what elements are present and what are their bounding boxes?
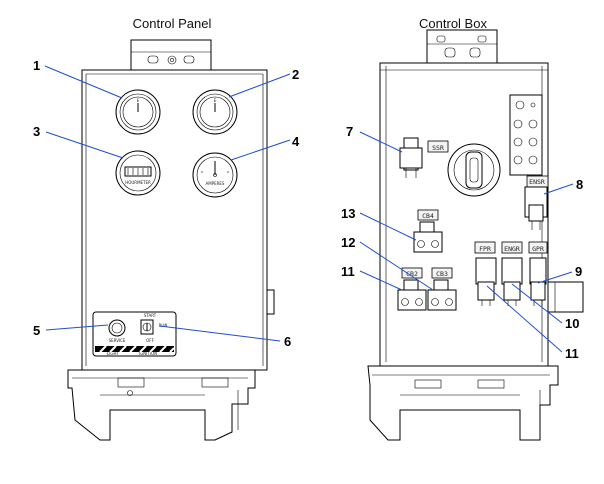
cb2-label: CB2 [406, 270, 418, 278]
round-connector [447, 143, 501, 197]
switch-plate: SERVICE LIGHT START RUN OFF IGNITION [92, 311, 177, 357]
callout-2: 2 [292, 67, 299, 82]
panel-stand [67, 369, 256, 441]
fpr-relay: FPR [474, 241, 497, 306]
callout-1: 1 [33, 58, 40, 73]
fpr-label: FPR [479, 245, 491, 253]
cb3-breaker: CB3 [427, 267, 457, 311]
ensr-label: ENSR [529, 178, 545, 186]
gpr-relay: GPR [528, 241, 548, 306]
start-text: START [144, 313, 157, 318]
ignition-text: IGNITION [139, 351, 157, 356]
callout-4: 4 [292, 134, 300, 149]
callout-3: 3 [33, 124, 40, 139]
ammeter-text: AMPERES [206, 181, 225, 186]
callout-11-left: 11 [341, 264, 355, 279]
box-stand [367, 365, 559, 441]
callout-10: 10 [565, 316, 579, 331]
gauge-1-mark: E [137, 98, 140, 103]
off-text: OFF [146, 338, 154, 343]
control-panel-drawing: E E HOURMETER [67, 39, 275, 441]
cb4-label: CB4 [422, 212, 434, 220]
engr-relay: ENGR [501, 241, 523, 306]
cb4-breaker: CB4 [413, 209, 443, 253]
ssr-label: SSR [432, 144, 444, 152]
callout-8: 8 [576, 177, 583, 192]
control-box-drawing: SSR ENSR CB4 CB3 [367, 29, 584, 441]
callout-12: 12 [341, 235, 355, 250]
cb2-breaker: CB2 [397, 267, 427, 311]
hourmeter-gauge: HOURMETER [115, 150, 161, 196]
ammeter-gauge: AMPERES [192, 152, 238, 198]
gauge-1: E [115, 89, 161, 135]
callout-11-right: 11 [565, 346, 579, 361]
ensr-relay: ENSR [524, 175, 549, 230]
engr-label: ENGR [504, 245, 520, 253]
box-top-bracket [426, 29, 498, 65]
callout-7: 7 [346, 124, 353, 139]
leader-lines [44, 65, 574, 353]
gauge-2-mark: E [214, 98, 217, 103]
top-bracket [130, 39, 212, 71]
callout-9: 9 [575, 264, 582, 279]
terminal-block [509, 94, 543, 176]
control-panel-title: Control Panel [133, 16, 212, 31]
cb3-label: CB3 [436, 270, 448, 278]
callout-13: 13 [341, 206, 355, 221]
control-box-title: Control Box [419, 16, 487, 31]
light-text: LIGHT [107, 351, 120, 356]
run-text: RUN [159, 323, 168, 328]
gpr-label: GPR [532, 245, 544, 253]
service-text: SERVICE [109, 338, 126, 343]
callout-6: 6 [284, 334, 291, 349]
ssr-relay: SSR [399, 137, 449, 178]
callout-5: 5 [33, 323, 40, 338]
hourmeter-text: HOURMETER [125, 180, 151, 185]
callout-numbers: 1 2 3 4 5 6 7 8 9 10 11 11 12 13 [33, 58, 583, 361]
gauge-2: E [192, 89, 238, 135]
